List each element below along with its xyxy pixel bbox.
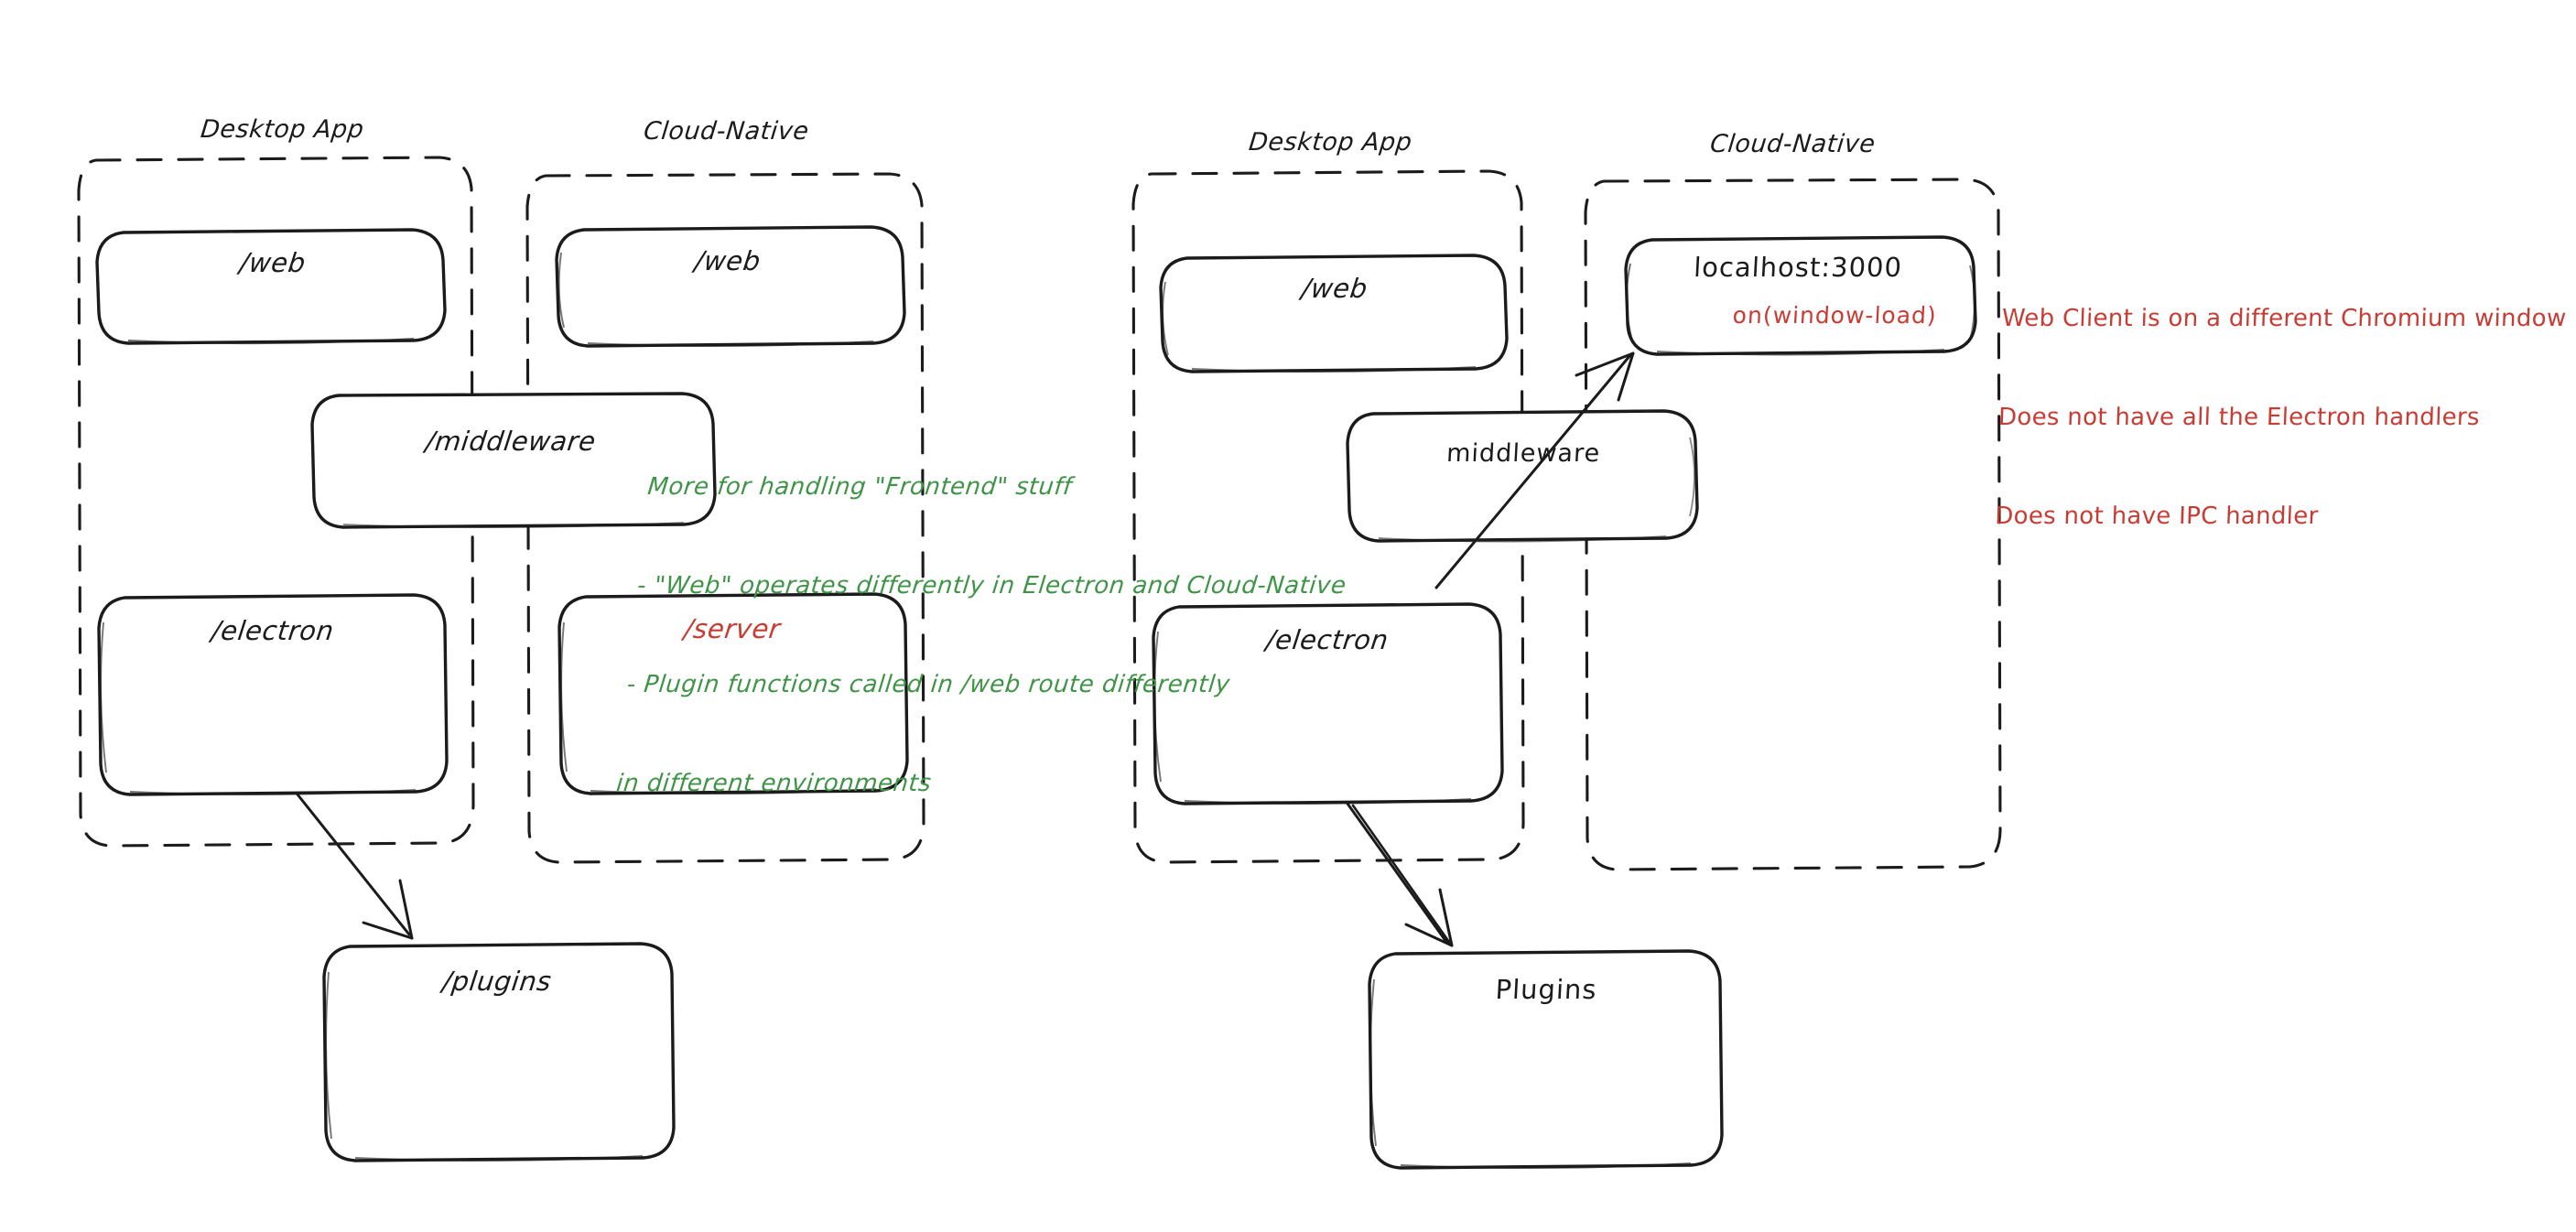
dashed-border [525,172,925,864]
annotation-line: - Plugin functions called in /web route … [625,671,1232,698]
node-right-desktop-web[interactable] [1159,254,1509,373]
node-right-plugins[interactable] [1368,949,1724,1170]
node-label-left-cloud-web: /web [692,245,763,276]
annotation-web-client-note: Web Client is on a different Chromium wi… [1993,236,2569,566]
node-label-left-electron: /electron [210,615,336,646]
node-left-electron[interactable] [97,593,449,796]
arrow-left-electron-to-plugins [296,793,414,940]
group-right-desktop-app [1131,169,1525,864]
node-label-right-desktop-web: /web [1299,273,1369,304]
node-label-right-localhost: localhost:3000 [1693,252,1903,283]
group-title-right-desktop-app: Desktop App [1247,128,1414,157]
node-label-left-plugins: /plugins [440,966,554,997]
node-label-right-middleware: middleware [1445,439,1601,468]
group-title-left-cloud-native: Cloud-Native [642,117,811,146]
annotation-frontend-note: More for handling "Frontend" stuff - "We… [612,405,1365,833]
arrow-right-electron-to-localhost [1434,351,1635,589]
node-left-desktop-web[interactable] [95,228,447,345]
node-left-middleware[interactable] [310,392,717,529]
group-left-desktop-app [77,156,475,848]
node-label-right-electron: /electron [1264,624,1391,655]
node-right-electron[interactable] [1152,602,1504,805]
group-left-cloud-native [525,172,925,864]
node-right-localhost[interactable] [1624,235,1977,356]
node-label-left-middleware: /middleware [424,426,598,457]
group-title-left-desktop-app: Desktop App [199,115,366,144]
annotation-line: Does not have IPC handler [1994,503,2320,530]
annotation-line: Web Client is on a different Chromium wi… [2001,305,2567,332]
node-label-right-plugins: Plugins [1494,974,1598,1005]
node-left-server[interactable] [557,592,909,795]
group-right-cloud-native [1584,178,2002,871]
annotation-line: - "Web" operates differently in Electron… [635,572,1348,600]
dashed-border [1584,178,2002,871]
annotation-line: in different environments [614,770,933,797]
node-label-left-desktop-web: /web [237,247,308,278]
node-left-cloud-web[interactable] [555,225,906,348]
node-right-middleware[interactable] [1346,409,1699,543]
dashed-border [77,156,475,848]
dashed-border [1131,169,1525,864]
group-title-right-cloud-native: Cloud-Native [1708,130,1878,158]
annotation-line: More for handling "Frontend" stuff [645,473,1074,501]
node-sublabel-right-localhost-onwindowload: on(window-load) [1731,302,1938,329]
node-left-plugins[interactable] [322,942,676,1162]
annotation-line: Does not have all the Electron handlers [1997,404,2481,431]
arrow-right-electron-to-plugins [1346,802,1454,947]
